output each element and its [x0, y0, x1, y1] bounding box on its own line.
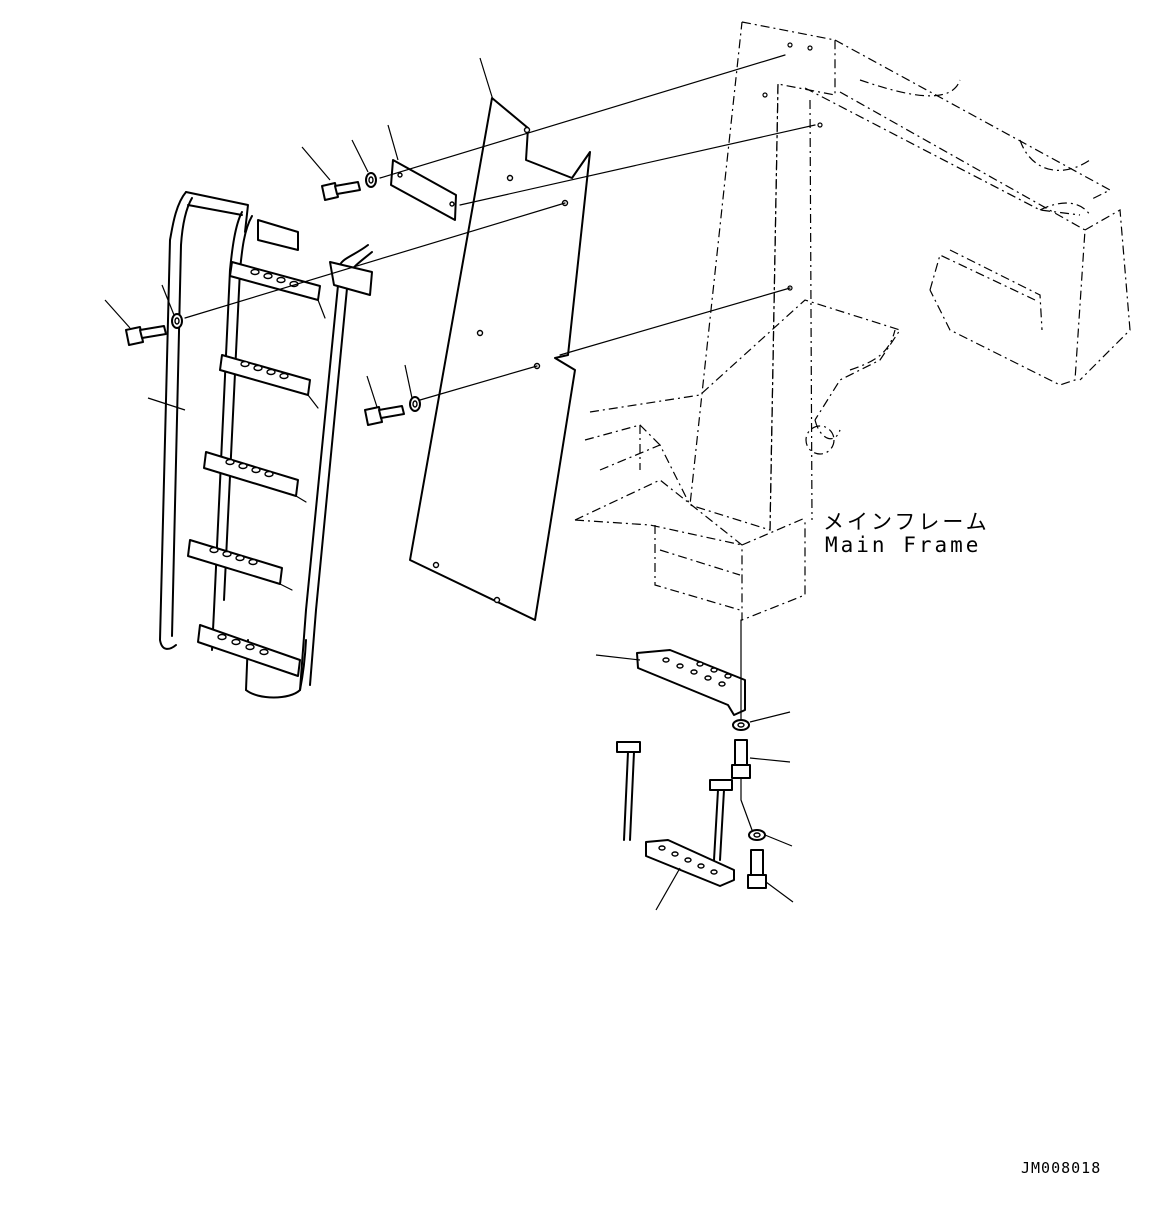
leader-lines: [104, 57, 794, 911]
bolt-icon: [321, 181, 361, 201]
main-frame-label-jp: メインフレーム: [823, 510, 990, 534]
washer-icon: [732, 719, 750, 731]
cover-plate: [409, 97, 591, 621]
ladder-step: [187, 539, 283, 585]
main-frame-label-en: Main Frame: [825, 533, 982, 557]
ladder: [159, 191, 373, 699]
lower-step: [616, 741, 735, 887]
step-bracket: [636, 649, 746, 716]
washer-icon: [748, 829, 766, 841]
bolt-icon: [125, 325, 167, 346]
washer-icon: [365, 172, 377, 188]
main-frame-structure: [574, 21, 1131, 621]
figure-code: JM008018: [1021, 1159, 1102, 1177]
washer-icon: [409, 396, 421, 412]
step-holes: [209, 268, 299, 656]
ladder-step: [197, 624, 301, 677]
ladder-step: [203, 451, 299, 497]
bolt-icon: [364, 405, 405, 426]
small-plate: [390, 159, 457, 221]
bolt-icon: [731, 739, 751, 779]
washer-icon: [171, 313, 183, 329]
bolt-icon: [747, 849, 767, 889]
assembly-lines: [184, 54, 816, 831]
